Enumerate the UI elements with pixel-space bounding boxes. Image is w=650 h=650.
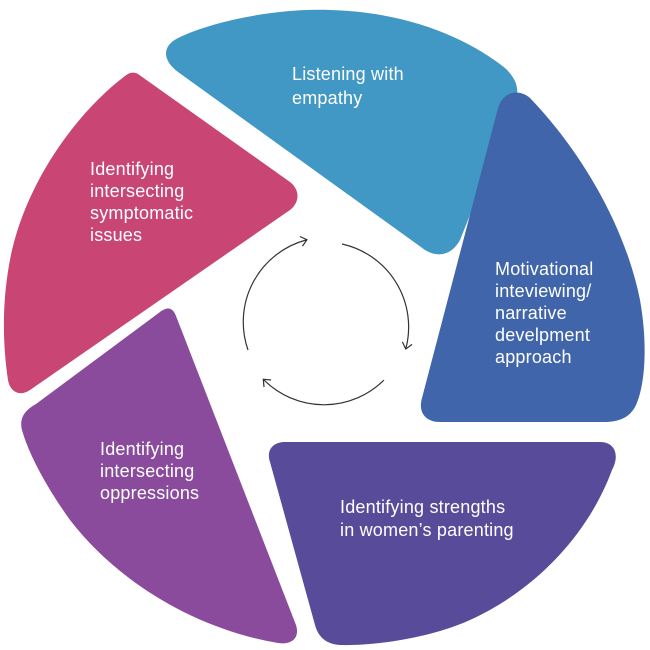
label-line: Identifying (90, 159, 174, 179)
label-line: intersecting (100, 461, 194, 481)
segment-listening-with-empathy: Listening with empathy (166, 9, 518, 255)
label-line: approach (495, 347, 572, 367)
label-line: in women’s parenting (340, 520, 514, 540)
segment-shape (3, 72, 298, 394)
segment-identifying-strengths: Identifying strengths in women’s parenti… (268, 442, 616, 646)
label-line: intersecting (90, 181, 184, 201)
segment-identifying-intersecting-oppressions: Identifying intersecting oppressions (21, 308, 298, 644)
segment-identifying-intersecting-symptomatic-issues: Identifying intersecting symptomatic iss… (3, 72, 298, 394)
label-line: Listening with (292, 64, 404, 84)
segment-label: Listening with empathy (292, 64, 409, 108)
segment-motivational-interviewing: Motivational inteviewing/ narrative deve… (420, 92, 645, 423)
label-line: empathy (292, 88, 362, 108)
segment-shape (21, 308, 298, 644)
segment-shape (268, 442, 616, 646)
label-line: symptomatic (90, 203, 193, 223)
label-line: narrative (495, 303, 567, 323)
label-line: issues (90, 225, 142, 245)
segment-label: Identifying intersecting oppressions (100, 439, 200, 503)
segment-shape (166, 9, 518, 255)
segment-shape (420, 92, 645, 423)
label-line: oppressions (100, 483, 199, 503)
segment-label: Identifying strengths in women’s parenti… (340, 497, 514, 540)
label-line: Identifying strengths (340, 497, 505, 517)
segment-label: Motivational inteviewing/ narrative deve… (495, 259, 599, 367)
segment-label: Identifying intersecting symptomatic iss… (90, 159, 198, 245)
cycle-arrow-top (341, 243, 413, 350)
label-line: develpment (495, 325, 590, 345)
label-line: inteviewing/ (495, 281, 591, 301)
label-line: Identifying (100, 439, 184, 459)
cycle-arrow-left (242, 235, 308, 351)
circular-arrows-icon (242, 235, 413, 406)
label-line: Motivational (495, 259, 593, 279)
cycle-arrow-bottom (262, 378, 385, 406)
